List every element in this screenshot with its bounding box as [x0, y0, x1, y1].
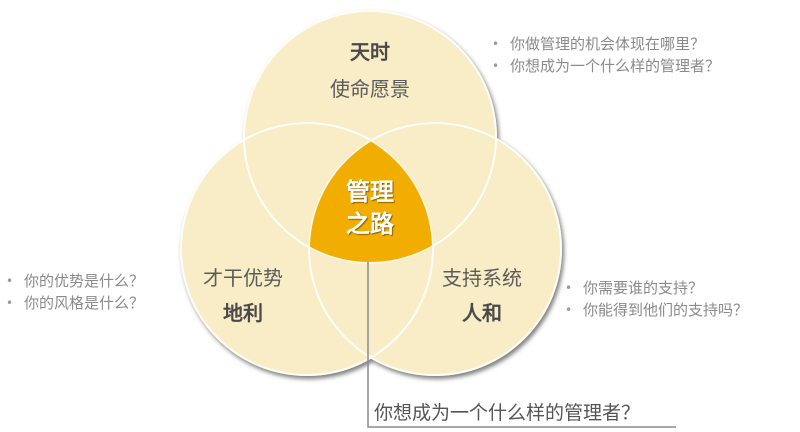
- question-item: 你做管理的机会体现在哪里？: [490, 33, 720, 55]
- question-item: 你的优势是什么？: [4, 270, 144, 292]
- circle-right-subtitle: 支持系统: [442, 266, 522, 290]
- center-line-1: 管理: [346, 178, 394, 206]
- question-item: 你能得到他们的支持吗？: [563, 299, 748, 321]
- circle-left-title: 地利: [223, 301, 263, 325]
- callout-question: 你想成为一个什么样的管理者？: [374, 402, 641, 424]
- center-label: 管理 之路: [330, 176, 410, 240]
- question-item: 你想成为一个什么样的管理者？: [490, 55, 720, 77]
- center-line-2: 之路: [346, 210, 394, 238]
- circle-left-label: 才干优势 地利: [193, 262, 293, 326]
- circle-left-outline: [180, 122, 434, 376]
- circle-left-subtitle: 才干优势: [203, 266, 283, 290]
- questions-left: 你的优势是什么？ 你的风格是什么？: [4, 270, 144, 314]
- question-item: 你需要谁的支持？: [563, 277, 748, 299]
- circle-top-label: 天时 使命愿景: [310, 36, 430, 102]
- circle-top-subtitle: 使命愿景: [330, 77, 410, 101]
- questions-top: 你做管理的机会体现在哪里？ 你想成为一个什么样的管理者？: [490, 33, 720, 77]
- circle-top-outline: [243, 10, 497, 264]
- circle-right-title: 人和: [462, 301, 502, 325]
- questions-right: 你需要谁的支持？ 你能得到他们的支持吗？: [563, 277, 748, 321]
- circle-top-title: 天时: [350, 40, 390, 64]
- circle-right-label: 支持系统 人和: [432, 262, 532, 326]
- question-item: 你的风格是什么？: [4, 292, 144, 314]
- center-intersection: [308, 122, 434, 264]
- callout-connector-line: [367, 262, 676, 428]
- circle-right-outline: [308, 122, 562, 376]
